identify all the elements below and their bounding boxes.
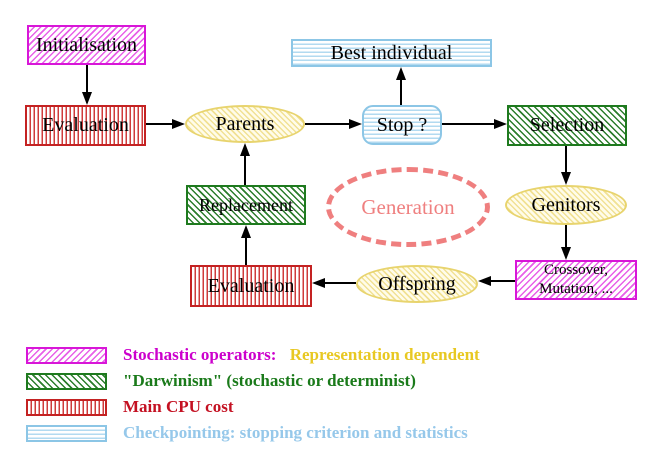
node-crossover-line1: Crossover, bbox=[544, 262, 608, 279]
legend-swatch-red bbox=[26, 398, 107, 416]
legend-swatch-green bbox=[26, 372, 107, 390]
legend-row-darwinism: "Darwinism" (stochastic or determinist) bbox=[26, 371, 416, 391]
legend-row-checkpointing: Checkpointing: stopping criterion and st… bbox=[26, 423, 468, 443]
node-crossover-line2: Mutation, ... bbox=[539, 281, 613, 297]
node-offspring: Offspring bbox=[356, 265, 478, 303]
legend-text-stochastic-operators: Stochastic operators: bbox=[123, 345, 277, 364]
legend-row-cpu-cost: Main CPU cost bbox=[26, 397, 233, 417]
node-generation-label: Generation bbox=[361, 194, 455, 219]
legend-text-checkpointing: Checkpointing: stopping criterion and st… bbox=[123, 423, 468, 442]
node-initialisation-label: Initialisation bbox=[35, 33, 138, 56]
node-stop-label: Stop ? bbox=[376, 113, 428, 136]
node-evaluation-bottom-label: Evaluation bbox=[207, 274, 295, 297]
node-evaluation-top-label: Evaluation bbox=[42, 114, 129, 136]
legend-swatch-cyan bbox=[26, 424, 107, 442]
legend-label-stochastic: Stochastic operators: Representation dep… bbox=[123, 345, 480, 365]
legend-swatch-magenta bbox=[26, 346, 107, 364]
node-offspring-label: Offspring bbox=[378, 272, 456, 295]
legend-text-darwinism: "Darwinism" (stochastic or determinist) bbox=[123, 371, 416, 390]
legend-text-cpu-cost: Main CPU cost bbox=[123, 397, 234, 416]
node-replacement: Replacement bbox=[186, 185, 306, 225]
node-best-individual-label: Best individual bbox=[330, 41, 453, 64]
node-parents: Parents bbox=[185, 105, 305, 143]
node-genitors: Genitors bbox=[505, 185, 627, 225]
node-generation: Generation bbox=[326, 167, 490, 247]
node-genitors-label: Genitors bbox=[531, 193, 601, 216]
node-selection: Selection bbox=[507, 105, 627, 146]
node-evaluation-bottom: Evaluation bbox=[190, 265, 312, 307]
node-initialisation: Initialisation bbox=[27, 25, 146, 65]
node-selection-label: Selection bbox=[529, 114, 605, 136]
node-stop: Stop ? bbox=[362, 105, 442, 145]
node-parents-label: Parents bbox=[215, 112, 275, 135]
node-evaluation-top: Evaluation bbox=[25, 105, 146, 146]
legend-row-stochastic: Stochastic operators: Representation dep… bbox=[26, 345, 480, 365]
legend-text-representation-dependent: Representation dependent bbox=[289, 345, 480, 364]
node-replacement-label: Replacement bbox=[199, 194, 293, 215]
node-best-individual: Best individual bbox=[291, 39, 492, 67]
node-crossover-mutation: Crossover, Mutation, ... bbox=[515, 260, 637, 300]
